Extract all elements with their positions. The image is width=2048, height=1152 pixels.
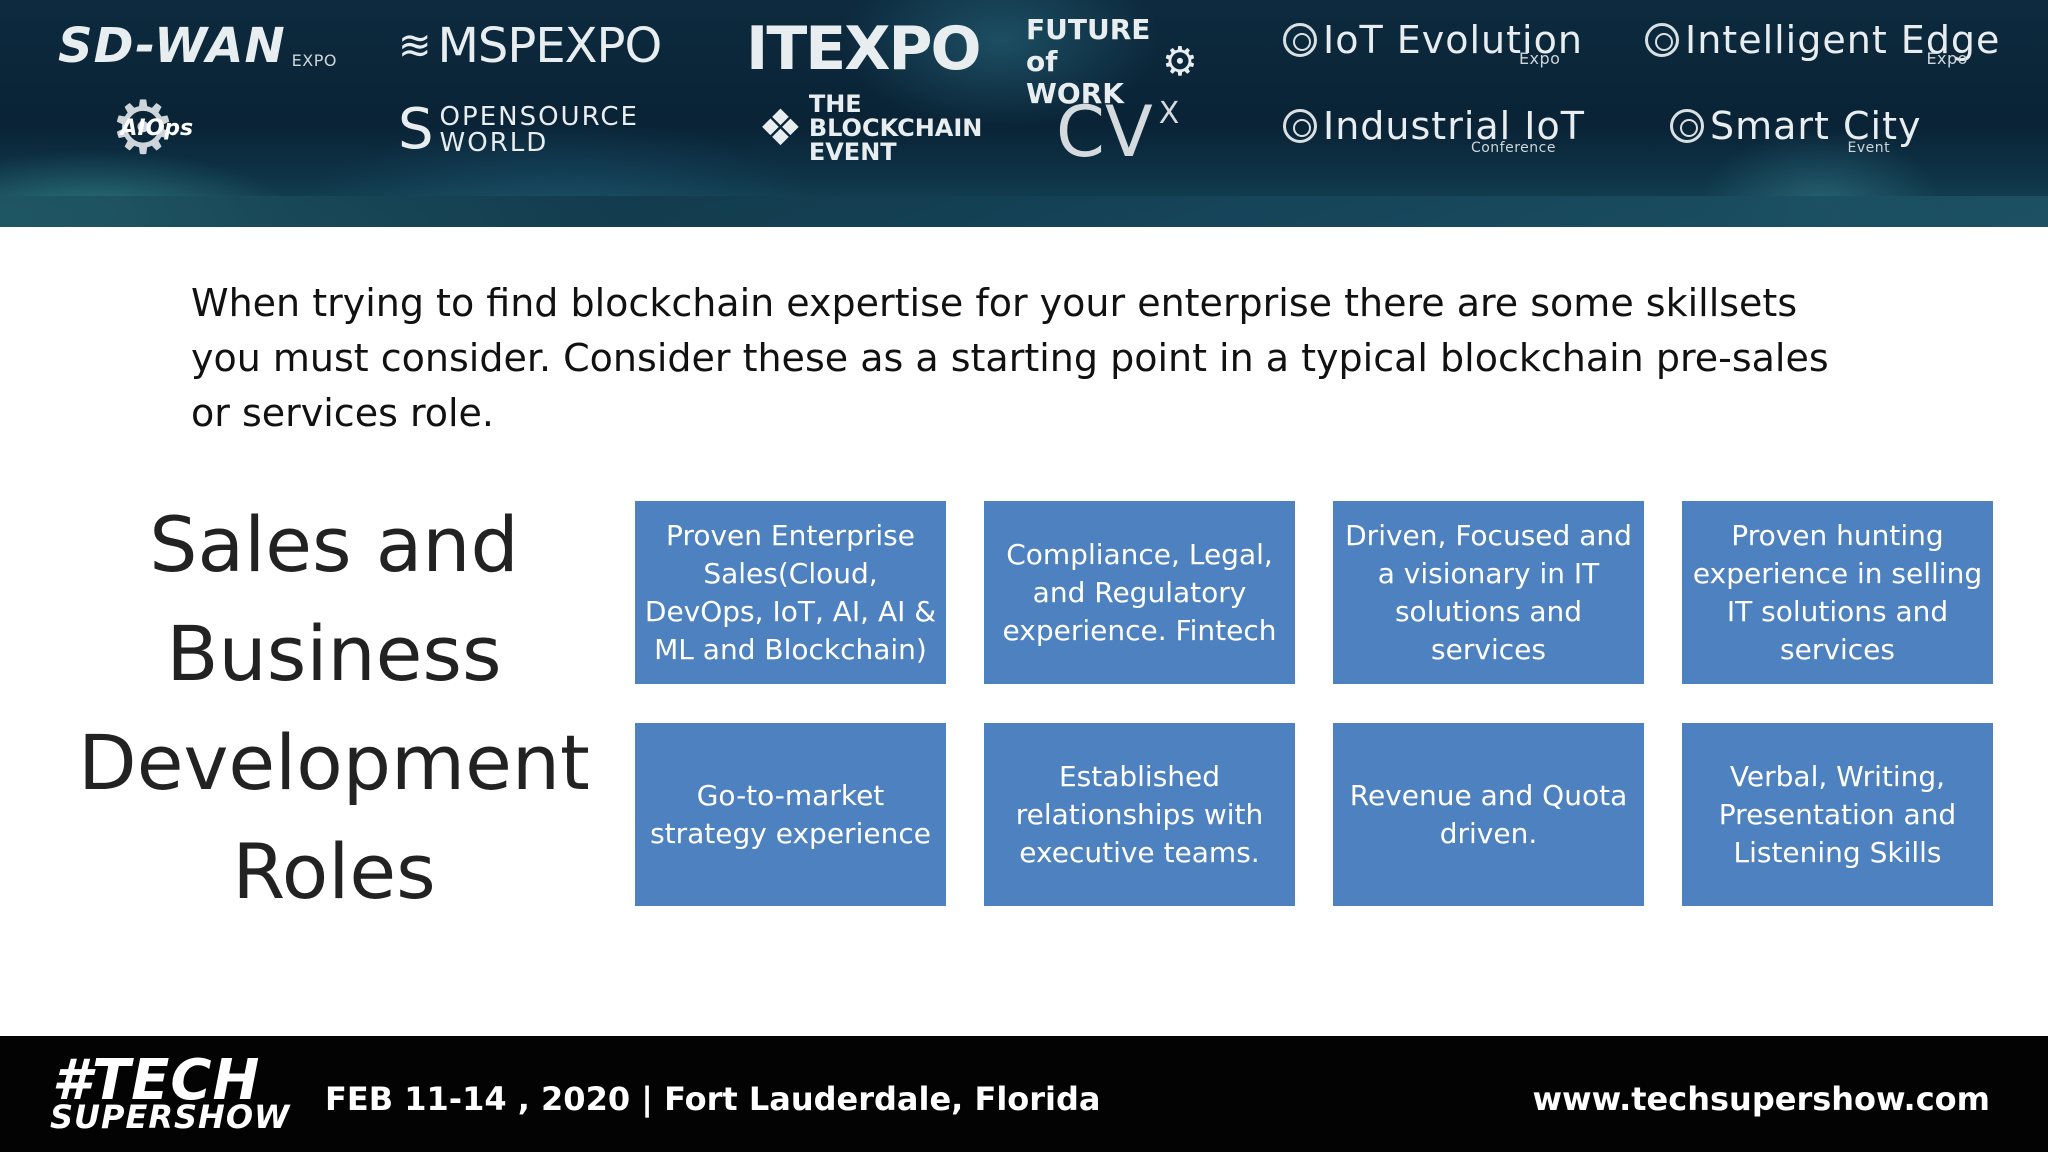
- logo-opensource-world: S OPENSOURCE WORLD: [398, 100, 650, 160]
- skill-card: Proven Enterprise Sales(Cloud, DevOps, I…: [635, 501, 946, 684]
- skill-card: Established relationships with executive…: [984, 723, 1295, 906]
- logo-intelligent-edge: Intelligent Edge Expo: [1645, 18, 1999, 68]
- brand-hashtag: #TECH: [52, 1048, 261, 1113]
- logo-subtext: EXPO: [291, 51, 337, 70]
- swirl-icon: S: [398, 97, 434, 162]
- blockchain-cube-icon: ❖: [758, 99, 803, 157]
- hexagon-flower-icon: [1670, 109, 1704, 143]
- logo-aiops: ⚙ AIOps: [110, 88, 193, 168]
- logo-text: FUTURE of WORK: [1026, 13, 1151, 110]
- event-website: www.techsupershow.com: [1532, 1080, 1990, 1118]
- logo-subtext: Expo: [1518, 49, 1561, 68]
- logo-blockchain-event: ❖ THE BLOCKCHAIN EVENT: [758, 90, 983, 166]
- logo-text: SD-WAN: [58, 18, 286, 74]
- hexagon-flower-icon: [1283, 23, 1317, 57]
- slide-heading: Sales and Business Development Roles: [78, 500, 590, 916]
- logo-text: IoT Evolution: [1323, 18, 1583, 62]
- logo-future-of-work: FUTURE of WORK ⚙: [1026, 14, 1216, 110]
- logo-sd-wan: SD-WAN EXPO: [58, 18, 337, 74]
- logo-text: Intelligent Edge: [1685, 18, 2001, 62]
- logo-itexpo: ITEXPO: [746, 14, 981, 84]
- logo-smart-city: Smart City Event: [1670, 104, 1921, 156]
- skill-card: Compliance, Legal, and Regulatory experi…: [984, 501, 1295, 684]
- logo-cvx: CV X: [1056, 96, 1179, 168]
- logo-subtext: Expo: [1926, 49, 1968, 68]
- logo-subtext: Event: [1847, 140, 1891, 156]
- intro-paragraph: When trying to find blockchain expertise…: [191, 281, 1829, 435]
- logo-text: MSPEXPO: [437, 18, 663, 74]
- logo-mspexpo: ≋ MSPEXPO: [398, 18, 663, 74]
- gear-icon: ⚙: [110, 85, 177, 171]
- logo-subtext: X: [1158, 96, 1180, 131]
- skill-card: Revenue and Quota driven.: [1333, 723, 1644, 906]
- event-dates-location: FEB 11-14 , 2020 | Fort Lauderdale, Flor…: [325, 1080, 1101, 1118]
- logo-industrial-iot: Industrial IoT Conference: [1283, 104, 1584, 156]
- logo-text: ITEXPO: [746, 14, 981, 84]
- banner-accent-band: [0, 196, 2048, 227]
- skill-card: Go-to-market strategy experience: [635, 723, 946, 906]
- skill-card: Driven, Focused and a visionary in IT so…: [1333, 501, 1644, 684]
- logo-text: Smart City: [1710, 104, 1922, 148]
- logo-iot-evolution: IoT Evolution Expo: [1283, 18, 1582, 68]
- globe-icon: ≋: [398, 23, 432, 69]
- hexagon-flower-icon: [1283, 109, 1317, 143]
- brand-supershow: SUPERSHOW: [50, 1098, 291, 1136]
- logo-text: AIOps: [120, 115, 194, 141]
- event-logos-banner: SD-WAN EXPO ≋ MSPEXPO ITEXPO FUTURE of W…: [0, 0, 2048, 227]
- logo-text: CV: [1056, 91, 1153, 173]
- skill-card: Verbal, Writing, Presentation and Listen…: [1682, 723, 1993, 906]
- event-footer: #TECH SUPERSHOW FEB 11-14 , 2020 | Fort …: [0, 1036, 2048, 1152]
- hexagon-flower-icon: [1645, 23, 1679, 57]
- logo-text: Industrial IoT: [1323, 104, 1585, 148]
- skills-grid: Proven Enterprise Sales(Cloud, DevOps, I…: [635, 501, 1993, 906]
- logo-text: OPENSOURCE WORLD: [439, 102, 639, 158]
- logo-text: THE BLOCKCHAIN EVENT: [808, 90, 983, 166]
- skill-card: Proven hunting experience in selling IT …: [1682, 501, 1993, 684]
- robot-arm-icon: ⚙: [1162, 39, 1198, 85]
- logo-subtext: Conference: [1470, 140, 1556, 156]
